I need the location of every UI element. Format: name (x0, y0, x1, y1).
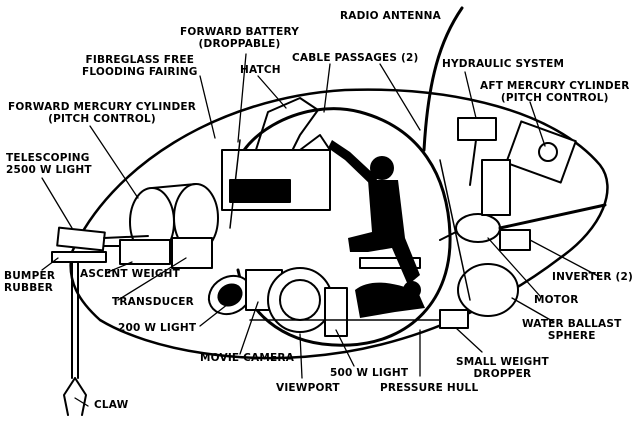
forward-battery-shape (221, 134, 331, 211)
label-pressure-hull: PRESSURE HULL (380, 382, 479, 394)
label-viewport: VIEWPORT (276, 382, 340, 394)
aft-mercury-cylinder-shape (505, 120, 577, 184)
hydraulic-system-shape (457, 117, 497, 186)
label-fibreglass-fairing: FIBREGLASS FREE FLOODING FAIRING (82, 54, 198, 78)
label-500w-light: 500 W LIGHT (330, 367, 409, 379)
label-ascent-weight: ASCENT WEIGHT (80, 268, 181, 280)
small-weight-dropper-shape (439, 309, 469, 329)
label-aft-mercury-cylinder: AFT MERCURY CYLINDER (PITCH CONTROL) (480, 80, 630, 104)
hatch-tower (247, 97, 319, 176)
radio-antenna (422, 6, 464, 152)
label-hydraulic-system: HYDRAULIC SYSTEM (442, 58, 565, 70)
label-movie-camera: MOVIE CAMERA (200, 352, 295, 364)
label-transducer: TRANSDUCER (112, 296, 194, 308)
label-water-ballast-sphere: WATER BALLAST SPHERE (522, 318, 622, 342)
label-200w-light: 200 W LIGHT (118, 322, 197, 334)
outer-fairing-outline (69, 88, 609, 360)
label-forward-mercury-cylinder: FORWARD MERCURY CYLINDER (PITCH CONTROL) (8, 101, 197, 125)
light-500w-shape (324, 287, 348, 337)
claw-arm-shape (51, 251, 107, 416)
label-bumper-rubber: BUMPER RUBBER (4, 270, 56, 294)
label-inverter: INVERTER (2) (552, 271, 633, 283)
inverter-shape (499, 229, 531, 251)
label-radio-antenna: RADIO ANTENNA (340, 10, 441, 22)
label-motor: MOTOR (534, 294, 579, 306)
motor-propeller-shape (439, 159, 607, 243)
label-forward-battery: FORWARD BATTERY (DROPPABLE) (180, 26, 300, 50)
movie-camera-shape (207, 269, 283, 316)
label-small-weight-dropper: SMALL WEIGHT DROPPER (456, 356, 549, 380)
label-cable-passages: CABLE PASSAGES (2) (292, 52, 419, 64)
frame-lines (229, 139, 471, 321)
ascent-weight-shape (119, 237, 213, 269)
pilot-seat (359, 257, 421, 269)
label-telescoping-light: TELESCOPING 2500 W LIGHT (6, 152, 92, 176)
label-hatch: HATCH (240, 64, 281, 76)
label-claw: CLAW (94, 399, 129, 411)
viewport-shape (267, 267, 333, 333)
leader-lines (41, 53, 599, 407)
water-ballast-sphere-shape (457, 263, 519, 317)
